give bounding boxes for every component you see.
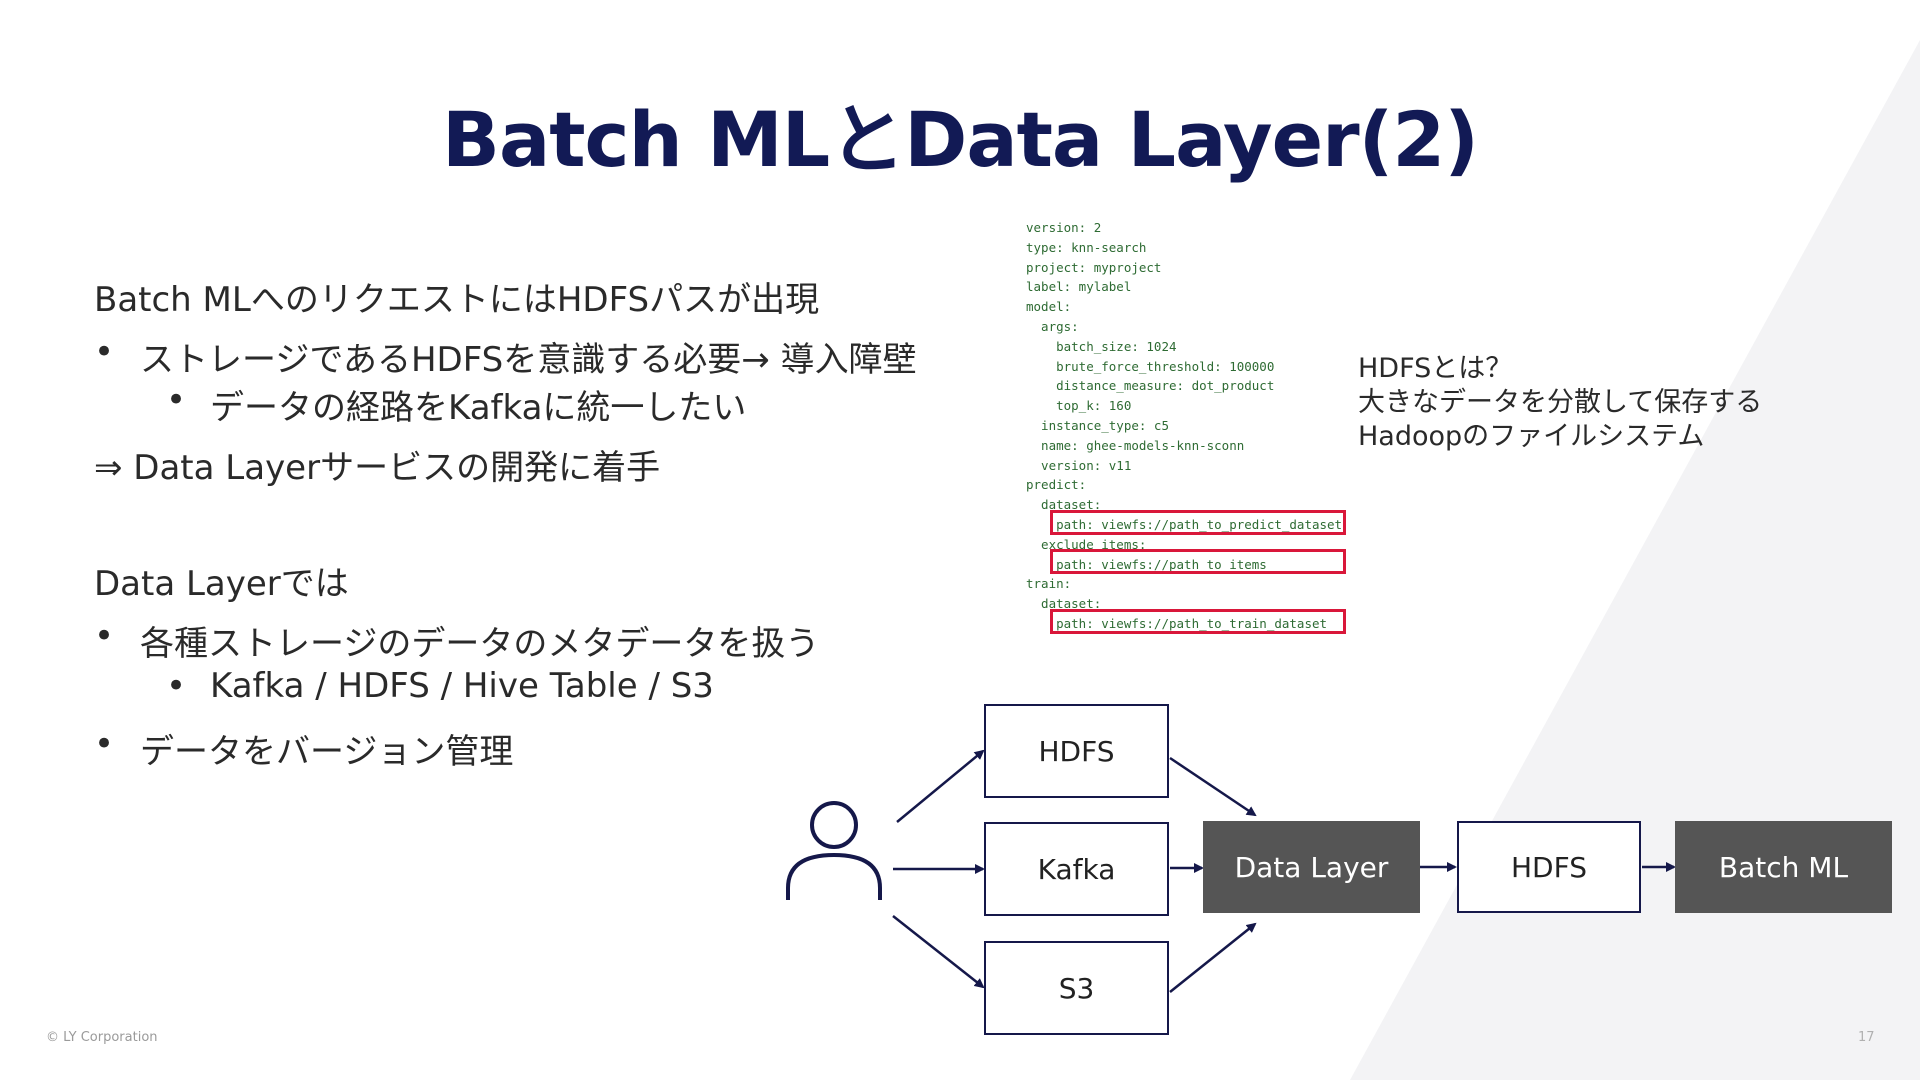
bullet-metadata: • 各種ストレージのデータのメタデータを扱う (94, 616, 994, 664)
hdfs-note: HDFSとは？ 大きなデータを分散して保存する Hadoopのファイルシステム (1358, 352, 1762, 454)
highlight-exclude-path (1050, 549, 1346, 574)
heading-batch-ml-request: Batch MLへのリクエストにはHDFSパスが出現 (94, 280, 820, 320)
code-line: label: mylabel (1026, 279, 1132, 295)
page-number: 17 (1858, 1030, 1875, 1045)
footer-copyright: © LY Corporation (46, 1030, 158, 1045)
source-s3-label: S3 (1058, 971, 1095, 1005)
highlight-train-path (1050, 609, 1346, 634)
source-hdfs-label: HDFS (1038, 734, 1115, 768)
user-icon (786, 801, 882, 900)
batch-ml-label: Batch ML (1718, 850, 1849, 884)
data-layer-box: Data Layer (1203, 821, 1420, 913)
batch-ml-box: Batch ML (1675, 821, 1892, 913)
bullet-versioning: • データをバージョン管理 (94, 724, 994, 772)
sub-bullet-kafka-unify: • データの経路をKafkaに統一したい (166, 380, 966, 428)
bullet-hdfs-awareness: • ストレージであるHDFSを意識する必要→ 導入障壁 (94, 332, 994, 380)
code-line: path: viewfs://path_to_predict_dataset (1026, 516, 1343, 532)
bullet-text: データをバージョン管理 (140, 732, 514, 772)
source-kafka-label: Kafka (1037, 852, 1116, 886)
code-line: exclude_items: (1026, 536, 1147, 552)
code-line: top_k: 160 (1026, 398, 1132, 414)
config-yaml-code: version: 2 type: knn-search project: mypro… (1026, 218, 1342, 634)
code-line: type: knn-search (1026, 239, 1147, 255)
code-line: train: (1026, 576, 1072, 592)
code-line: batch_size: 1024 (1026, 338, 1177, 354)
bullet-text: 各種ストレージのデータのメタデータを扱う (140, 624, 820, 664)
bullet-dot: • (166, 380, 187, 420)
arrow-hdfs-to-datalayer (1169, 756, 1257, 817)
code-line: version: v11 (1026, 457, 1132, 473)
sub-bullet-storages: • Kafka / HDFS / Hive Table / S3 (166, 666, 966, 710)
source-kafka-box: Kafka (984, 822, 1169, 916)
bullet-text: Kafka / HDFS / Hive Table / S3 (210, 666, 714, 706)
highlight-predict-path (1050, 510, 1346, 535)
code-line: brute_force_threshold: 100000 (1026, 358, 1275, 374)
code-line: instance_type: c5 (1026, 417, 1169, 433)
bullet-dot: • (94, 724, 115, 764)
bullet-dot: • (166, 666, 187, 706)
note-line-3: Hadoopのファイルシステム (1358, 421, 1705, 452)
code-line: path: viewfs://path_to_train_dataset (1026, 615, 1328, 631)
conclusion-text: ⇒ Data Layerサービスの開発に着手 (94, 448, 661, 488)
target-hdfs-box: HDFS (1457, 821, 1641, 913)
code-line: name: ghee-models-knn-sconn (1026, 437, 1245, 453)
code-line: path: viewfs://path_to_items (1026, 556, 1267, 572)
note-line-1: HDFSとは？ (1358, 353, 1513, 384)
note-line-2: 大きなデータを分散して保存する (1358, 387, 1763, 418)
target-hdfs-label: HDFS (1510, 850, 1587, 884)
arrow-user-to-hdfs (896, 749, 985, 823)
code-line: version: 2 (1026, 220, 1102, 235)
code-line: args: (1026, 318, 1079, 334)
bullet-text: ストレージであるHDFSを意識する必要→ 導入障壁 (140, 340, 917, 380)
arrow-s3-to-datalayer (1169, 922, 1257, 993)
data-layer-label: Data Layer (1234, 850, 1389, 884)
heading-data-layer: Data Layerでは (94, 564, 349, 604)
code-line: dataset: (1026, 497, 1102, 513)
code-line: model: (1026, 299, 1072, 315)
bullet-text: データの経路をKafkaに統一したい (210, 388, 747, 428)
source-s3-box: S3 (984, 941, 1169, 1035)
arrow-user-to-s3 (892, 915, 985, 989)
code-line: project: myproject (1026, 259, 1162, 275)
bullet-dot: • (94, 616, 115, 656)
slide-title: Batch MLとData Layer(2) (442, 95, 1479, 184)
code-line: predict: (1026, 477, 1087, 493)
source-hdfs-box: HDFS (984, 704, 1169, 798)
code-line: dataset: (1026, 596, 1102, 612)
code-line: distance_measure: dot_product (1026, 378, 1275, 394)
bullet-dot: • (94, 332, 115, 372)
